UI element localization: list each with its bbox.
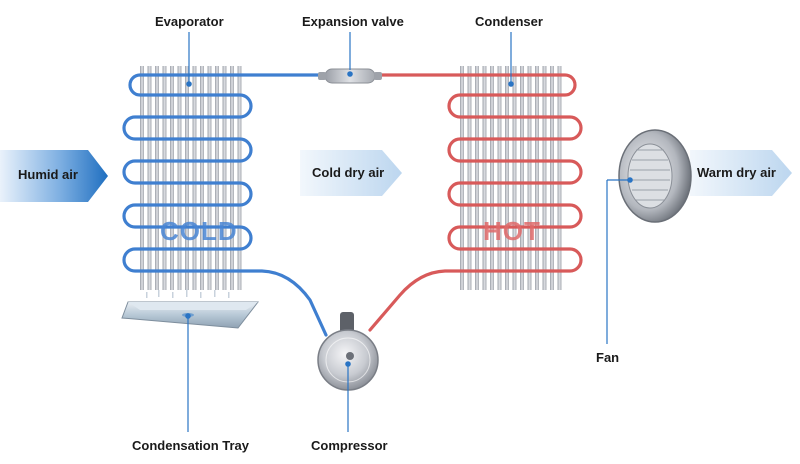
fin [460, 66, 464, 290]
fin [505, 66, 509, 290]
condenser-label: Condenser [475, 14, 543, 29]
fan-icon [618, 129, 692, 223]
fin [542, 66, 547, 290]
compressor-label: Compressor [311, 438, 388, 453]
warm-dry-air-label: Warm dry air [697, 165, 776, 180]
humid-air-label: Humid air [18, 167, 78, 182]
condenser-pipe [368, 73, 583, 332]
fin [170, 66, 174, 290]
warm-dry-air-arrow [690, 150, 792, 196]
evaporator-label: Evaporator [155, 14, 224, 29]
fan-label: Fan [596, 350, 620, 365]
fin [200, 66, 204, 290]
expansion-valve-label: Expansion valve [302, 14, 404, 29]
fin [185, 66, 189, 290]
fin [215, 66, 219, 290]
fin [497, 66, 502, 290]
condensation-tray-label: Condensation Tray [132, 438, 250, 453]
fin [147, 66, 152, 290]
fin [527, 66, 532, 290]
tray-icon [121, 289, 260, 329]
fin [512, 66, 517, 290]
fin [520, 66, 524, 290]
fin [192, 66, 197, 290]
cold-label: COLD [160, 216, 238, 246]
compressor-icon [317, 312, 379, 391]
fin [237, 66, 242, 290]
fin [222, 66, 227, 290]
fin [155, 66, 159, 290]
evaporator-coil [140, 66, 242, 290]
humid-air-arrow [0, 150, 108, 202]
condenser-coil [460, 66, 562, 290]
fin [230, 66, 234, 290]
fin [482, 66, 487, 290]
evaporator-pipe [122, 73, 332, 337]
fin [535, 66, 539, 290]
cold-dry-air-arrow [300, 150, 402, 196]
fin [162, 66, 167, 290]
fin [557, 66, 562, 290]
fin [550, 66, 554, 290]
fin [207, 66, 212, 290]
hot-label: HOT [483, 216, 541, 246]
fin [467, 66, 472, 290]
fin [475, 66, 479, 290]
fin [140, 66, 144, 290]
fin [177, 66, 182, 290]
fin [490, 66, 494, 290]
cold-dry-air-label: Cold dry air [312, 165, 385, 180]
